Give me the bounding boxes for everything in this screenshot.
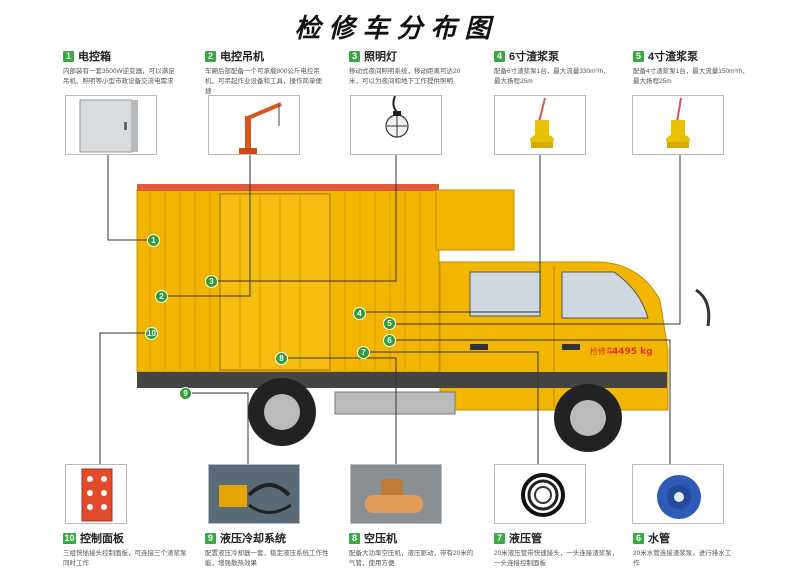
page-title: 检修车分布图 <box>294 13 499 43</box>
item-title: 液压冷却系统 <box>220 533 286 545</box>
pump-6inch-image <box>494 95 586 155</box>
item-card-9: 9 液压冷却系统 配置液压冷却器一套，稳定液压系统工作性能，增强散热效果 <box>205 530 355 569</box>
item-number-badge: 5 <box>633 50 644 62</box>
pump-4inch-image <box>632 95 724 155</box>
marker-7: 7 <box>357 346 370 359</box>
item-description: 移动式夜间照明系统，移动距离可达20米，可以为夜间和地下工作提供照明 <box>349 68 461 85</box>
item-card-4: 4 6寸渣浆泵 配备6寸渣浆泵1台，最大流量330m³/h，最大扬程25m <box>494 48 644 87</box>
marker-1: 1 <box>147 234 160 247</box>
hydraulic-hose-image <box>494 464 586 524</box>
item-title: 6寸渣浆泵 <box>509 51 560 63</box>
item-title: 空压机 <box>364 533 397 545</box>
item-card-7: 7 液压管 20米液压管带快速接头，一头连接渣浆泵，一头连接控制面板 <box>494 530 644 569</box>
item-description: 内部装有一套3500W逆变器，可以满足吊机、照明等小型市政设备交流电需求 <box>63 68 175 85</box>
item-card-6: 6 水管 20米水管连接渣浆泵，进行排水工作 <box>633 530 743 569</box>
item-title: 电控吊机 <box>220 51 264 63</box>
marker-3: 3 <box>205 275 218 288</box>
item-title: 控制面板 <box>80 533 124 545</box>
item-card-10: 10 控制面板 三组快插接头控制面板，可连接三个渣浆泵同时工作 <box>63 530 213 569</box>
item-title: 4寸渣浆泵 <box>648 51 699 63</box>
item-number-badge: 1 <box>63 50 74 62</box>
item-description: 配置液压冷却器一套，稳定液压系统工作性能，增强散热效果 <box>205 550 329 567</box>
item-number-badge: 8 <box>349 532 360 544</box>
electric-box-image <box>65 95 157 155</box>
item-card-8: 8 空压机 配备大功率空压机，液压驱动，带有20米的气管，使用方便 <box>349 530 499 569</box>
item-description: 20米液压管带快速接头，一头连接渣浆泵，一头连接控制面板 <box>494 550 619 567</box>
item-card-5: 5 4寸渣浆泵 配备4寸渣浆泵1台，最大流量150m³/h，最大扬程25m <box>633 48 783 87</box>
item-number-badge: 7 <box>494 532 505 544</box>
marker-5: 5 <box>383 317 396 330</box>
item-description: 三组快插接头控制面板，可连接三个渣浆泵同时工作 <box>63 550 187 567</box>
door-text: 检修车 <box>590 346 614 356</box>
item-description: 20米水管连接渣浆泵，进行排水工作 <box>633 550 732 567</box>
cooling-system-image <box>208 464 300 524</box>
item-card-2: 2 电控吊机 车厢后部配备一个可承载800公斤电控吊机，可吊起作业设备和工具，操作… <box>205 48 355 97</box>
marker-10: 10 <box>145 327 158 340</box>
item-title: 电控箱 <box>78 51 111 63</box>
water-hose-image <box>632 464 724 524</box>
marker-8: 8 <box>275 352 288 365</box>
air-compressor-image <box>350 464 442 524</box>
marker-9: 9 <box>179 387 192 400</box>
item-number-badge: 4 <box>494 50 505 62</box>
marker-4: 4 <box>353 307 366 320</box>
item-title: 液压管 <box>509 533 542 545</box>
weight-text: 4495 kg <box>612 347 653 357</box>
marker-6: 6 <box>383 334 396 347</box>
item-number-badge: 2 <box>205 50 216 62</box>
work-light-image <box>350 95 442 155</box>
control-panel-image <box>65 464 127 524</box>
item-title: 照明灯 <box>364 51 397 63</box>
item-card-3: 3 照明灯 移动式夜间照明系统，移动距离可达20米，可以为夜间和地下工作提供照明 <box>349 48 499 87</box>
item-card-1: 1 电控箱 内部装有一套3500W逆变器，可以满足吊机、照明等小型市政设备交流电需… <box>63 48 213 87</box>
item-title: 水管 <box>648 533 670 545</box>
marker-2: 2 <box>155 290 168 303</box>
item-description: 配备4寸渣浆泵1台，最大流量150m³/h，最大扬程25m <box>633 68 749 85</box>
item-number-badge: 3 <box>349 50 360 62</box>
item-number-badge: 9 <box>205 532 216 544</box>
crane-image <box>208 95 300 155</box>
item-number-badge: 10 <box>63 532 76 544</box>
item-description: 配备6寸渣浆泵1台，最大流量330m³/h，最大扬程25m <box>494 68 610 85</box>
item-description: 车厢后部配备一个可承载800公斤电控吊机，可吊起作业设备和工具，操作简单便捷 <box>205 68 322 95</box>
item-number-badge: 6 <box>633 532 644 544</box>
item-description: 配备大功率空压机，液压驱动，带有20米的气管，使用方便 <box>349 550 474 567</box>
